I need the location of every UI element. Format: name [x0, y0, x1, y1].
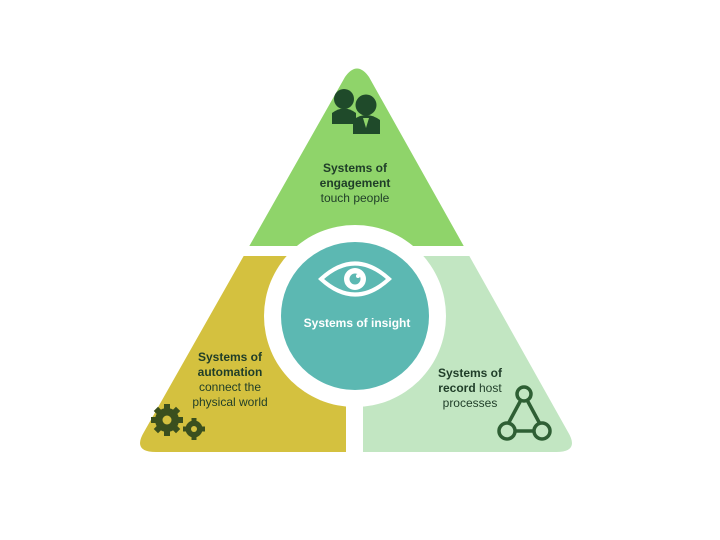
record-subtitle-line2: processes: [442, 396, 498, 410]
engagement-title-line1: Systems of: [322, 161, 388, 175]
engagement-title-line2: engagement: [319, 176, 391, 190]
record-title-line1: Systems of: [437, 366, 503, 380]
engagement-label: Systems of engagement touch people: [280, 161, 430, 206]
record-subtitle-inline: host: [479, 381, 502, 395]
people-icon: [332, 89, 380, 134]
insight-circle: [281, 242, 429, 390]
eye-icon: [318, 261, 392, 297]
automation-label: Systems of automation connect the physic…: [160, 350, 300, 410]
automation-title-line1: Systems of: [197, 350, 263, 364]
gears-icon: [151, 404, 205, 440]
engagement-segment: [140, 68, 572, 247]
record-title-line2: record: [438, 381, 476, 395]
network-triangle-icon: [497, 385, 552, 441]
automation-subtitle-line1: connect the: [198, 380, 262, 394]
record-label: Systems of record host processes: [410, 366, 530, 411]
insight-label: Systems of insight: [303, 316, 411, 330]
automation-subtitle-line2: physical world: [192, 395, 268, 409]
engagement-subtitle: touch people: [320, 191, 390, 205]
automation-title-line2: automation: [197, 365, 263, 379]
